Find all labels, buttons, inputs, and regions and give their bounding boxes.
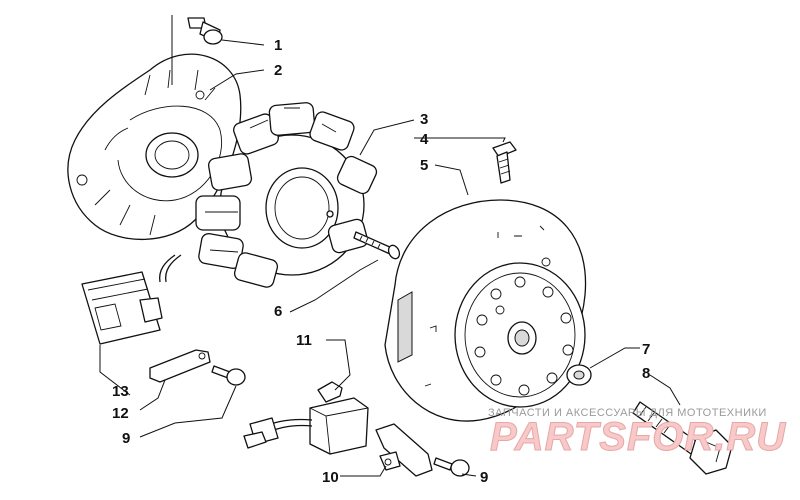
callout-3: 3 [420,111,428,128]
screw-part-9-left [211,365,246,386]
callout-7: 7 [642,341,650,358]
callout-2: 2 [274,62,282,79]
pickup-coil-part-13 [81,271,163,345]
screw-part-6 [353,231,401,260]
bracket-part-12 [149,349,211,383]
callout-8: 8 [642,365,650,382]
stator-housing-part-2 [67,53,242,241]
small-bolt-part-1 [187,17,223,45]
callout-numbers: 1 2 3 4 5 6 7 8 11 13 12 9 10 9 [112,37,650,486]
flywheel-holes [474,257,574,396]
callout-10: 10 [322,469,339,486]
flywheel-bolt-part-8 [632,401,733,475]
callout-9-right: 9 [480,469,488,486]
callout-9-left: 9 [122,430,130,447]
watermark-brand: PARTSFOR.RU [490,415,786,459]
bracket-part-10 [375,423,433,477]
callout-4: 4 [420,131,429,148]
callout-11: 11 [296,332,312,349]
leader-lines [99,15,681,477]
callout-5: 5 [420,157,428,174]
callout-12: 12 [112,405,129,422]
bolt-part-4 [492,141,517,184]
callout-1: 1 [274,37,282,54]
regulator-part-11 [243,381,369,455]
stator-part-3 [159,102,378,288]
screw-part-9-right [433,457,470,477]
watermark: ЗАПЧАСТИ И АКСЕССУАРЫ ДЛЯ МОТОТЕХНИКИ PA… [488,407,786,460]
flywheel-part-5 [384,199,587,422]
washer-part-7 [566,364,592,386]
callout-6: 6 [274,303,282,320]
callout-13: 13 [112,383,129,400]
watermark-tagline: ЗАПЧАСТИ И АКСЕССУАРЫ ДЛЯ МОТОТЕХНИКИ [488,407,767,419]
